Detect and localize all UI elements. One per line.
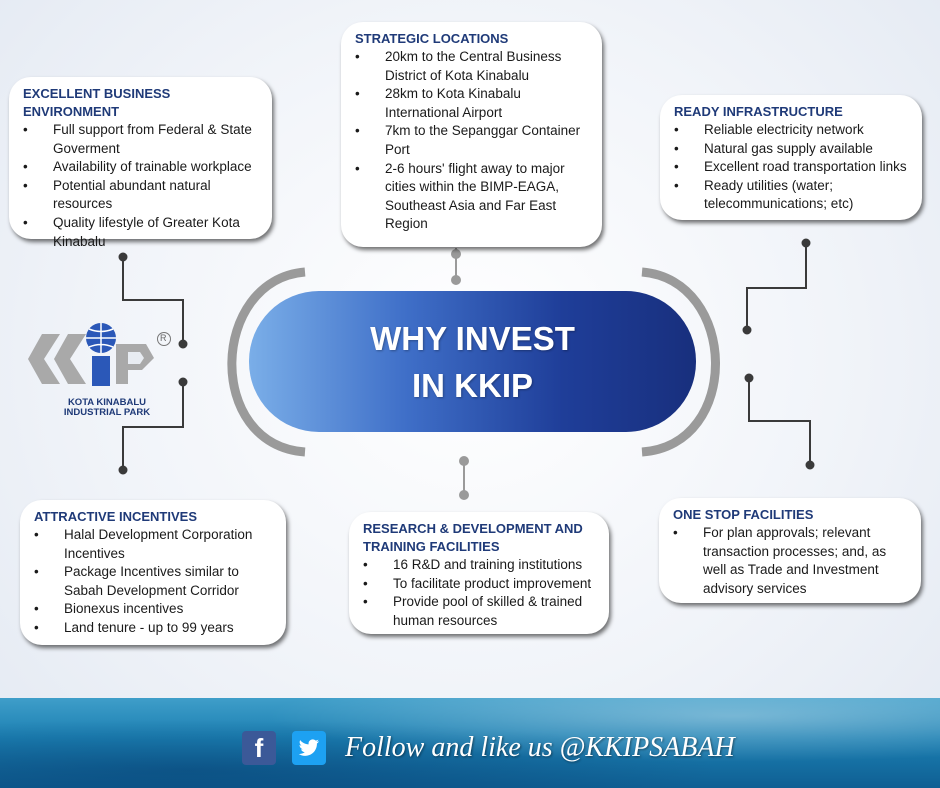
one-stop-facilities-box: ONE STOP FACILITIES For plan approvals; … (659, 498, 921, 603)
list-item: Land tenure - up to 99 years (34, 619, 276, 638)
list-item: Halal Development Corporation Incentives (34, 526, 276, 563)
attractive-incentives-list: Halal Development Corporation Incentives… (34, 526, 276, 638)
logo-name-line2: INDUSTRIAL PARK (63, 407, 151, 418)
ready-infrastructure-list: Reliable electricity network Natural gas… (674, 121, 912, 214)
research-development-list: 16 R&D and training institutions To faci… (363, 556, 599, 630)
list-item: To facilitate product improvement (363, 575, 599, 594)
research-development-title: RESEARCH & DEVELOPMENT AND TRAINING FACI… (363, 521, 583, 554)
connector-lines (118, 238, 815, 500)
attractive-incentives-title: ATTRACTIVE INCENTIVES (34, 509, 197, 524)
list-item: For plan approvals; relevant transaction… (673, 524, 911, 598)
twitter-bird-icon (298, 739, 319, 756)
list-item: Quality lifestyle of Greater Kota Kinaba… (23, 214, 262, 251)
business-environment-box: EXCELLENT BUSINESS ENVIRONMENT Full supp… (9, 77, 272, 249)
list-item: Excellent road transportation links (674, 158, 912, 177)
business-environment-list: Full support from Federal & State Goverm… (23, 121, 262, 251)
list-item: Reliable electricity network (674, 121, 912, 140)
list-item: Package Incentives similar to Sabah Deve… (34, 563, 276, 600)
list-item: 28km to Kota Kinabalu International Airp… (355, 85, 592, 122)
list-item: Ready utilities (water; telecommunicatio… (674, 177, 912, 214)
bottom-connector (459, 456, 469, 500)
center-title-line2: IN KKIP (411, 366, 533, 404)
why-invest-banner: WHY INVEST IN KKIP (249, 291, 696, 432)
list-item: 7km to the Sepanggar Container Port (355, 122, 592, 159)
list-item: Bionexus incentives (34, 600, 276, 619)
facebook-glyph: f (254, 732, 264, 763)
logo-name-line1: KOTA KINABALU (67, 397, 147, 408)
list-item: Availability of trainable workplace (23, 158, 262, 177)
kkip-logo-mark (28, 323, 171, 386)
footer-banner (0, 698, 940, 788)
twitter-icon[interactable] (292, 731, 326, 765)
one-stop-facilities-title: ONE STOP FACILITIES (673, 507, 814, 522)
upper-left-connector (118, 252, 188, 349)
list-item: 2-6 hours' flight away to major cities w… (355, 160, 592, 234)
business-environment-title: EXCELLENT BUSINESS ENVIRONMENT (23, 86, 171, 119)
lower-right-connector (744, 373, 815, 470)
lower-left-connector (118, 377, 188, 475)
list-item: 20km to the Central Business District of… (355, 48, 592, 85)
list-item: Full support from Federal & State Goverm… (23, 121, 262, 158)
kkip-logo: R (26, 320, 176, 400)
strategic-locations-box: STRATEGIC LOCATIONS 20km to the Central … (341, 22, 602, 247)
list-item: Provide pool of skilled & trained human … (363, 593, 599, 630)
list-item: Natural gas supply available (674, 140, 912, 159)
one-stop-facilities-list: For plan approvals; relevant transaction… (673, 524, 911, 598)
left-bracket (227, 267, 306, 457)
list-item: Potential abundant natural resources (23, 177, 262, 214)
ready-infrastructure-box: READY INFRASTRUCTURE Reliable electricit… (660, 95, 922, 220)
follow-text: Follow and like us @KKIPSABAH (345, 732, 735, 763)
logo-name: KOTA KINABALU INDUSTRIAL PARK (42, 398, 172, 418)
strategic-locations-title: STRATEGIC LOCATIONS (355, 31, 509, 46)
facebook-icon[interactable]: f (242, 731, 276, 765)
ready-infrastructure-title: READY INFRASTRUCTURE (674, 104, 843, 119)
upper-right-connector (742, 238, 811, 335)
strategic-locations-list: 20km to the Central Business District of… (355, 48, 592, 234)
right-bracket (641, 267, 720, 457)
logo-registered-mark: R (160, 333, 167, 343)
research-development-box: RESEARCH & DEVELOPMENT AND TRAINING FACI… (349, 512, 609, 634)
attractive-incentives-box: ATTRACTIVE INCENTIVES Halal Development … (20, 500, 286, 645)
center-title-line1: WHY INVEST (370, 319, 575, 357)
top-connector (451, 248, 461, 285)
list-item: 16 R&D and training institutions (363, 556, 599, 575)
